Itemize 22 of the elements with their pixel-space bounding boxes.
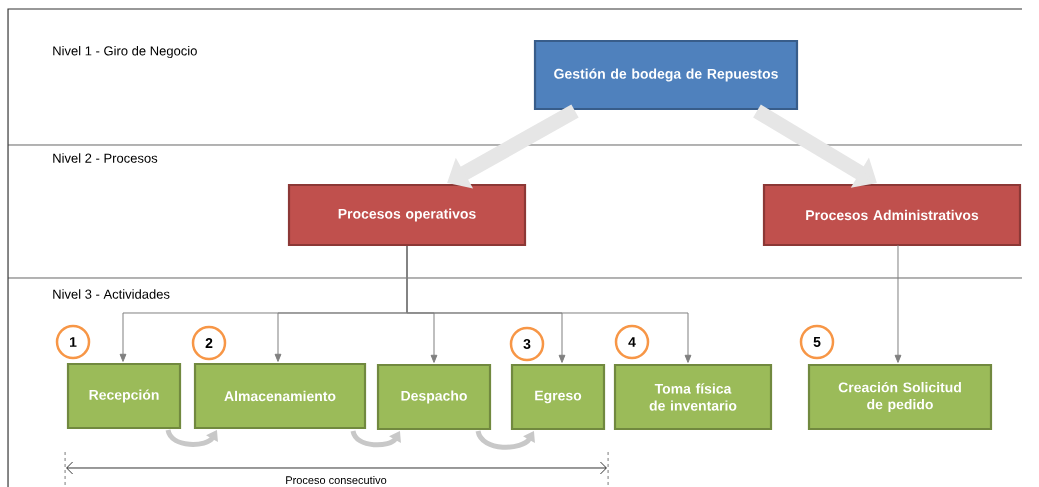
block-arrow <box>447 104 579 189</box>
curved-arrow <box>350 430 401 448</box>
level-label: Nivel 3 - Actividades <box>53 289 170 299</box>
activity-box: Toma física de inventario <box>613 363 773 431</box>
step-number: 4 <box>614 324 650 360</box>
process-box: Procesos Administrativos <box>762 183 1022 247</box>
step-number: 2 <box>191 325 227 361</box>
step-number: 3 <box>509 326 545 362</box>
activity-box: Egreso <box>510 363 606 431</box>
connector-arrow <box>894 244 902 363</box>
level-label: Nivel 1 - Giro de Negocio <box>53 45 197 59</box>
level-label: Nivel 2 - Procesos <box>53 153 158 163</box>
business-box: Gestión de bodega de Repuestos <box>533 39 799 111</box>
step-number: 5 <box>799 324 835 360</box>
connector-arrow <box>406 245 692 363</box>
activity-box: Despacho <box>376 363 492 431</box>
activity-box: Recepción <box>66 362 182 430</box>
activity-box: Creación Solicitud de pedido <box>807 363 993 431</box>
activity-box: Almacenamiento <box>193 362 367 430</box>
step-number: 1 <box>55 324 91 360</box>
dimension-label: Proceso consecutivo <box>286 475 387 485</box>
process-box: Procesos operativos <box>287 183 527 247</box>
